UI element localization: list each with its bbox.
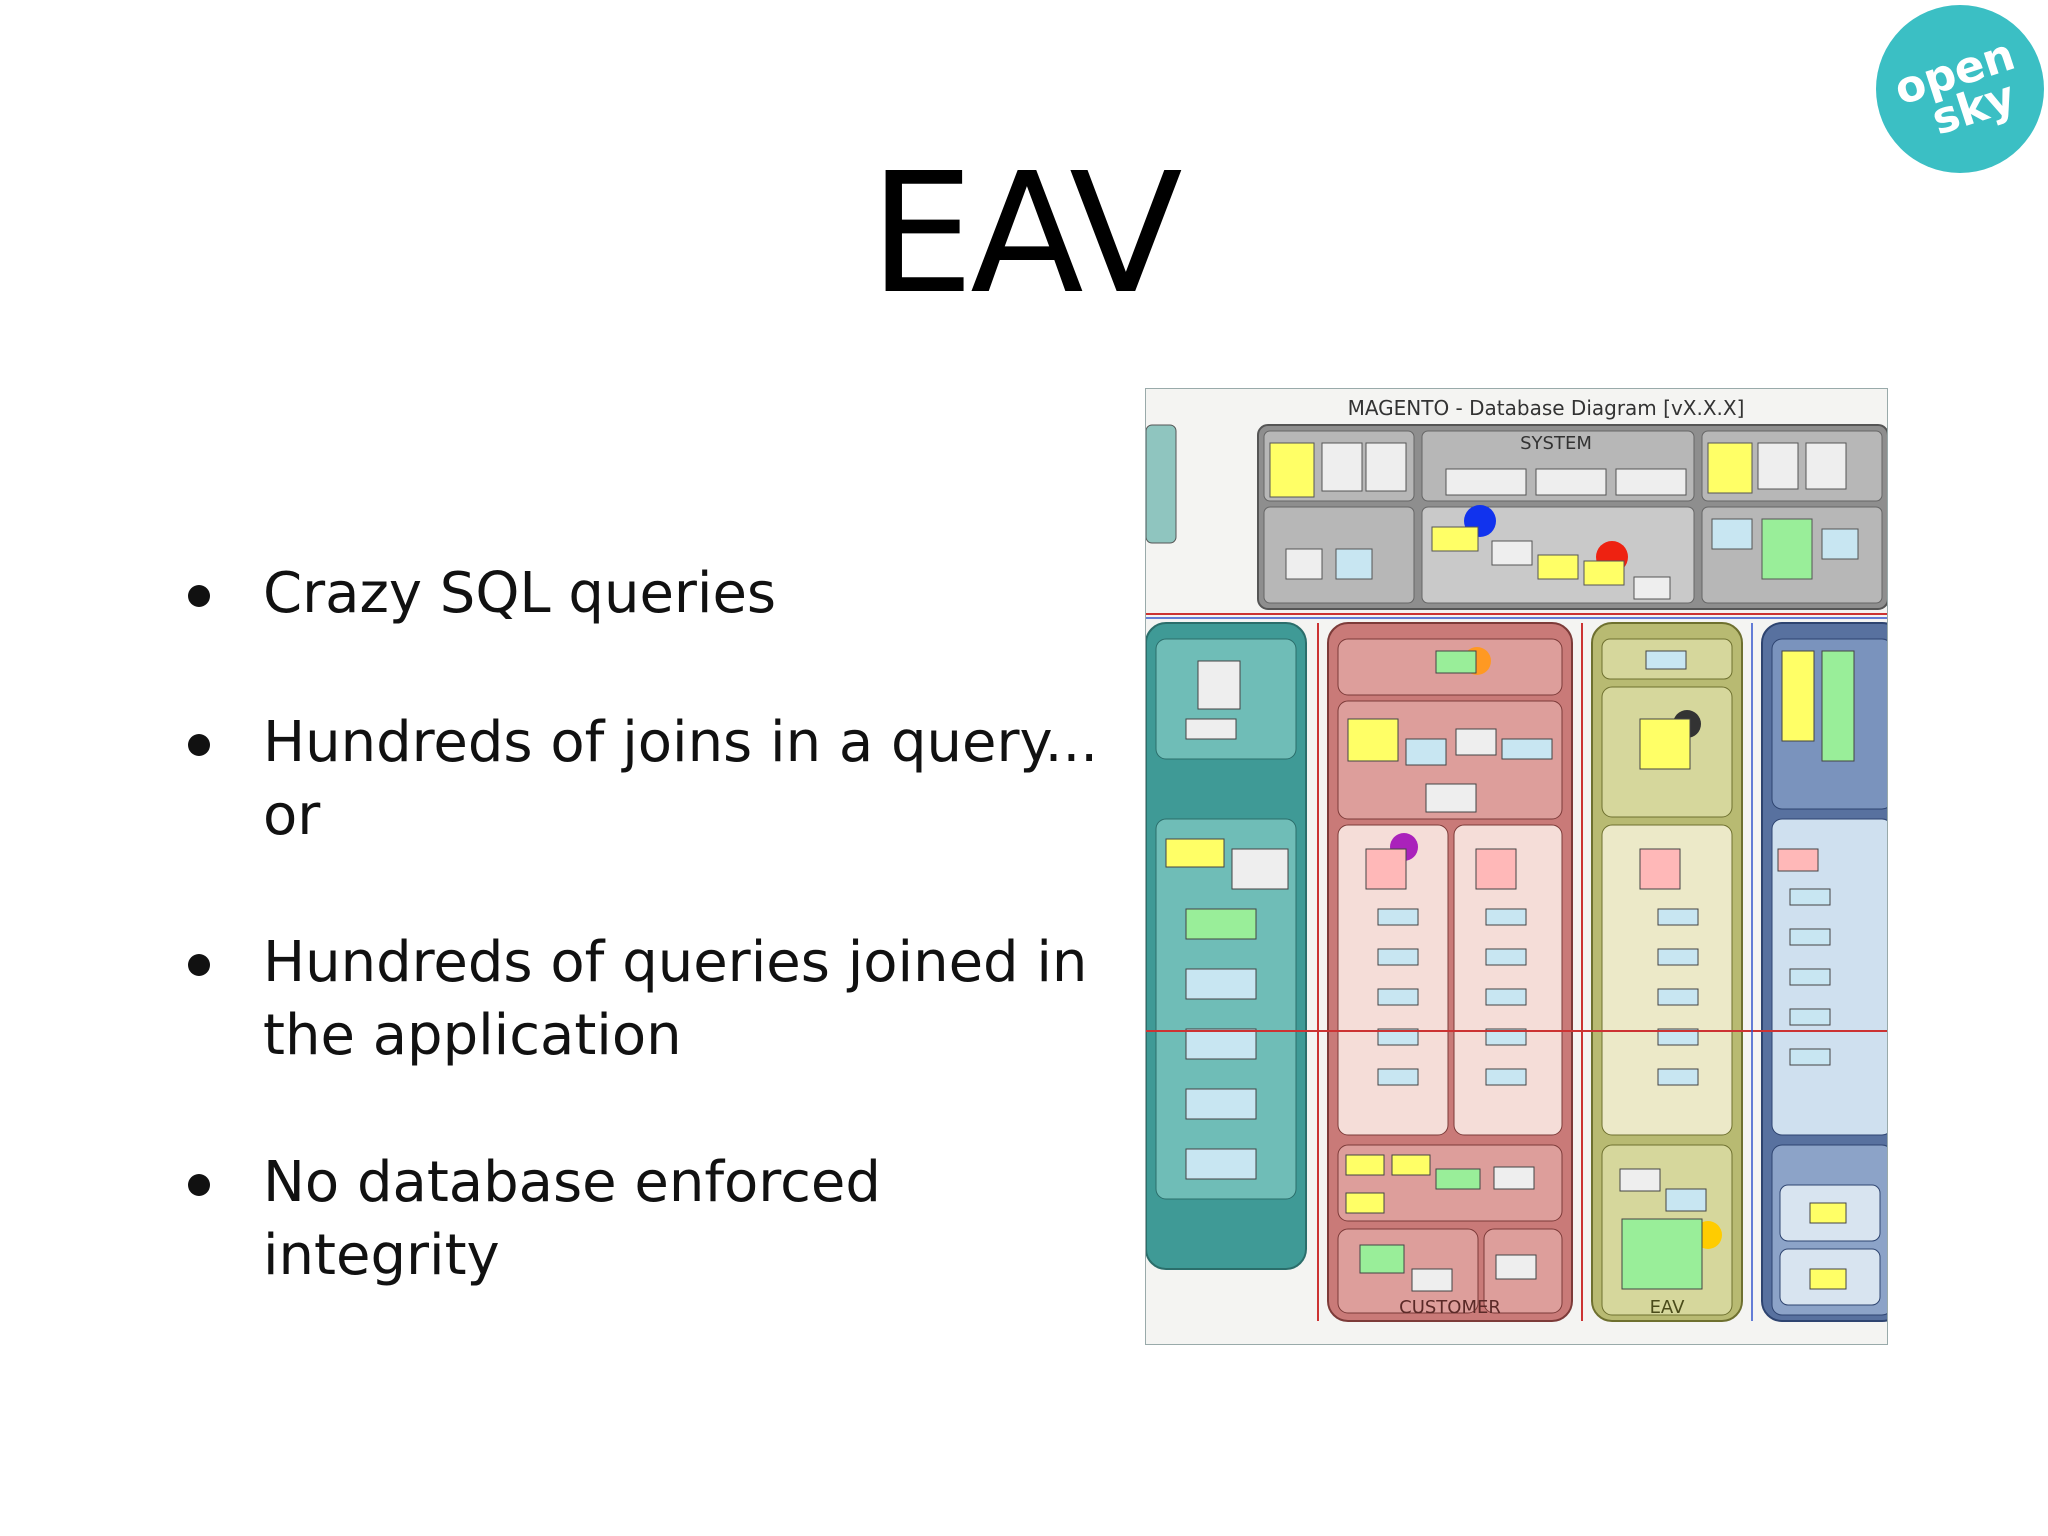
- opensky-logo: open sky: [1875, 4, 2045, 174]
- bullet-text: Hundreds of queries joined in the applic…: [263, 926, 1103, 1072]
- system-label: SYSTEM: [1520, 433, 1592, 454]
- logo-circle: [1876, 5, 2044, 173]
- bullet-line: the application: [263, 1003, 682, 1068]
- bullet-dot: [188, 954, 210, 976]
- bullet-line: Hundreds of queries joined in: [263, 930, 1088, 995]
- customer-label: CUSTOMER: [1399, 1297, 1501, 1318]
- bullet-dot: [188, 1174, 210, 1196]
- slide-title: EAV: [869, 138, 1182, 331]
- magento-database-diagram: MAGENTO - Database Diagram [vX.X.X] SYST…: [1145, 388, 1888, 1345]
- bullet-line: Hundreds of joins in a query...: [263, 710, 1099, 775]
- bullet-text: No database enforced integrity: [263, 1150, 881, 1288]
- bullet-dot: [188, 585, 210, 607]
- bullet-dot: [188, 734, 210, 756]
- bullet-text: Hundreds of joins in a query... or: [263, 706, 1103, 852]
- eav-label: EAV: [1650, 1297, 1686, 1318]
- diagram-title: MAGENTO - Database Diagram [vX.X.X]: [1348, 396, 1745, 420]
- bullet-line: or: [263, 783, 321, 848]
- bullet-text: Crazy SQL queries: [263, 561, 777, 626]
